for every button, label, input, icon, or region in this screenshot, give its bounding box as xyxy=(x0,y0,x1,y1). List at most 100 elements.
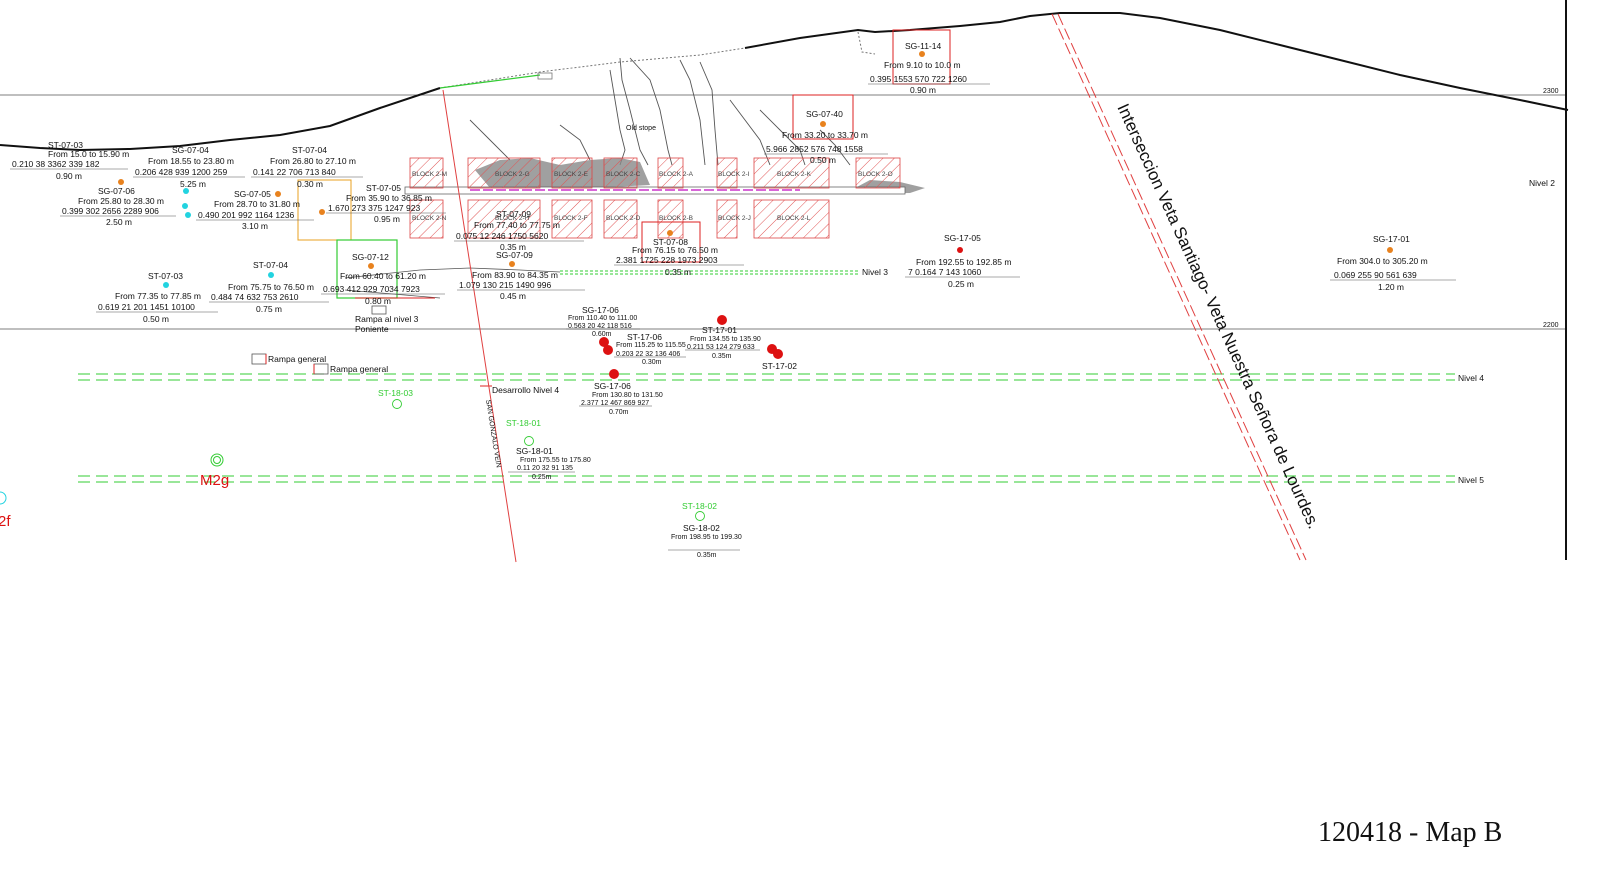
svg-text:From 198.95 to 199.30: From 198.95 to 199.30 xyxy=(671,534,742,541)
sample-sg-07-05: SG-07-05 From 28.70 to 31.80 m 0.490 201… xyxy=(196,189,314,231)
svg-text:0.35m: 0.35m xyxy=(697,552,717,559)
block-2e-label: BLOCK 2-E xyxy=(554,171,589,178)
elevation-label-2300: 2300 xyxy=(1543,88,1559,95)
sample-sg-17-05: SG-17-05 From 192.55 to 192.85 m 7 0.164… xyxy=(905,233,1020,289)
svg-text:0.45 m: 0.45 m xyxy=(500,291,526,301)
svg-text:0.75 m: 0.75 m xyxy=(256,304,282,314)
svg-text:SG-07-12: SG-07-12 xyxy=(352,252,389,262)
sample-st-07-08: ST-07-08 From 76.15 to 76.50 m 2.381 172… xyxy=(614,237,744,277)
svg-text:From 25.80 to 28.30 m: From 25.80 to 28.30 m xyxy=(78,196,164,206)
map-title: 120418 - Map B xyxy=(1318,817,1503,848)
sample-sg-11-14: SG-11-14 From 9.10 to 10.0 m 0.395 1553 … xyxy=(868,41,990,95)
svg-text:0.35m: 0.35m xyxy=(712,353,732,360)
svg-text:SG-07-05: SG-07-05 xyxy=(234,189,271,199)
svg-text:SG-07-04: SG-07-04 xyxy=(172,145,209,155)
rampa-nivel3-sub: Poniente xyxy=(355,324,389,334)
svg-text:0.60m: 0.60m xyxy=(592,331,612,338)
svg-text:ST-07-04: ST-07-04 xyxy=(253,260,288,270)
svg-text:2.381 1725 228 1973 290: 2.381 1725 228 1973 2903 xyxy=(616,255,718,265)
old-stope-workings xyxy=(469,57,851,166)
svg-text:0.11 20 32 91 135: 0.11 20 32 91 135 xyxy=(517,465,573,472)
sample-st-07-03-b: ST-07-03 From 77.35 to 77.85 m 0.619 21 … xyxy=(96,271,218,324)
svg-text:From 28.70 to 31.80 m: From 28.70 to 31.80 m xyxy=(214,199,300,209)
svg-text:From 76.15 to 76.50 m: From 76.15 to 76.50 m xyxy=(632,245,718,255)
svg-text:ST-17-06: ST-17-06 xyxy=(627,332,662,342)
rampa-nivel3-label: Rampa al nivel 3 xyxy=(355,314,419,324)
nivel2-label: Nivel 2 xyxy=(1529,178,1555,188)
svg-text:0.30 m: 0.30 m xyxy=(297,179,323,189)
block-2b-label: BLOCK 2-B xyxy=(659,215,693,222)
nivel5-label: Nivel 5 xyxy=(1458,475,1484,485)
svg-text:2.50 m: 2.50 m xyxy=(106,217,132,227)
svg-text:1.20 m: 1.20 m xyxy=(1378,282,1404,292)
svg-text:0.25 m: 0.25 m xyxy=(948,279,974,289)
sample-sg-07-40: SG-07-40 From 33.20 to 33.70 m 5.966 285… xyxy=(764,109,888,165)
svg-text:0.619 21 201 1451 1010: 0.619 21 201 1451 10100 xyxy=(98,302,195,312)
sample-sg-07-06: SG-07-06 From 25.80 to 28.30 m 0.399 302… xyxy=(60,186,176,227)
svg-text:2.377 12 467 869 927: 2.377 12 467 869 927 xyxy=(581,400,649,407)
svg-text:0.399 302 2656 2289 906: 0.399 302 2656 2289 906 xyxy=(62,206,159,216)
block-2d-label: BLOCK 2-D xyxy=(606,215,641,222)
block-2n-label: BLOCK 2-N xyxy=(412,215,447,222)
svg-text:5.966 2852 576 748 155: 5.966 2852 576 748 1558 xyxy=(766,144,863,154)
svg-text:SG-18-01: SG-18-01 xyxy=(516,446,553,456)
svg-text:SG-17-05: SG-17-05 xyxy=(944,233,981,243)
sample-dots xyxy=(0,51,1393,521)
sample-sg-18-02: SG-18-02 From 198.95 to 199.30 0.35m xyxy=(668,523,742,559)
svg-text:0.70m: 0.70m xyxy=(609,409,629,416)
svg-text:0.490 201 992 1164 1236: 0.490 201 992 1164 1236 xyxy=(198,210,295,220)
svg-text:ST-07-05: ST-07-05 xyxy=(366,183,401,193)
sample-st-17-02: ST-17-02 xyxy=(762,361,797,371)
svg-text:0.563 20 42 118 516: 0.563 20 42 118 516 xyxy=(568,323,632,330)
svg-text:From 83.90 to 84.35 m: From 83.90 to 84.35 m xyxy=(472,270,558,280)
svg-text:SG-07-40: SG-07-40 xyxy=(806,109,843,119)
svg-text:7 0.164 7 143 1060: 7 0.164 7 143 1060 xyxy=(908,267,982,277)
svg-text:ST-07-03: ST-07-03 xyxy=(148,271,183,281)
block-2m-label: BLOCK 2-M xyxy=(412,171,447,178)
nivel3-label: Nivel 3 xyxy=(862,267,888,277)
svg-text:0.075 12 246 1750 562: 0.075 12 246 1750 5620 xyxy=(456,231,548,241)
svg-text:From 9.10 to 10.0 m: From 9.10 to 10.0 m xyxy=(884,60,961,70)
intersection-vein-1 xyxy=(1051,13,1301,561)
svg-text:0.35 m: 0.35 m xyxy=(500,242,526,252)
svg-text:From 77.35 to 77.85 m: From 77.35 to 77.85 m xyxy=(115,291,201,301)
svg-text:3.10 m: 3.10 m xyxy=(242,221,268,231)
sample-st-17-01: ST-17-01 From 134.55 to 135.90 0.211 53 … xyxy=(685,325,761,360)
old-stope-label: Old stope xyxy=(626,125,656,132)
svg-text:From 26.80 to 27.10 m: From 26.80 to 27.10 m xyxy=(270,156,356,166)
svg-text:From 192.55 to 192.85 m: From 192.55 to 192.85 m xyxy=(916,257,1011,267)
intersection-label: Interseccion Veta Santiago- Veta Nuestra… xyxy=(1113,101,1323,532)
svg-text:SG-07-06: SG-07-06 xyxy=(98,186,135,196)
svg-text:0.50 m: 0.50 m xyxy=(143,314,169,324)
intersection-vein-2 xyxy=(1057,13,1307,561)
sample-st-07-04-b: ST-07-04 From 75.75 to 76.50 m 0.484 74 … xyxy=(209,260,329,314)
svg-text:ST-07-03: ST-07-03 xyxy=(48,140,83,150)
svg-text:0.693 412 929 7034 7: 0.693 412 929 7034 7923 xyxy=(323,284,420,294)
sample-st-07-04-a: ST-07-04 From 26.80 to 27.10 m 0.141 22 … xyxy=(251,145,363,189)
svg-text:ST-07-04: ST-07-04 xyxy=(292,145,327,155)
topography-line-east xyxy=(744,12,1569,111)
sample-sg-17-06-b: SG-17-06 From 130.80 to 131.50 2.377 12 … xyxy=(579,381,663,416)
svg-text:0.069 255 90 561 639: 0.069 255 90 561 639 xyxy=(1334,270,1417,280)
sample-sg-17-06-a: SG-17-06 From 110.40 to 111.00 0.563 20 … xyxy=(566,305,640,338)
block-2l-label: BLOCK 2-L xyxy=(777,215,811,222)
nivel4-line xyxy=(78,373,1455,381)
san-gonzalo-vein xyxy=(442,89,517,563)
svg-text:0.30m: 0.30m xyxy=(642,359,662,366)
svg-text:ST-07-08: ST-07-08 xyxy=(653,237,688,247)
svg-text:From 60.40 to 61.20 m: From 60.40 to 61.20 m xyxy=(340,271,426,281)
nivel5-line xyxy=(78,475,1455,483)
svg-text:0.203 22 32 136 406: 0.203 22 32 136 406 xyxy=(616,351,680,358)
block-2i-label: BLOCK 2-I xyxy=(718,171,750,178)
sg-07-40-box xyxy=(792,94,854,140)
svg-text:0.211 53 124 279 633: 0.211 53 124 279 633 xyxy=(687,344,755,351)
sample-sg-07-09: SG-07-09 From 83.90 to 84.35 m 1.079 130… xyxy=(457,250,585,301)
elevation-label-2200: 2200 xyxy=(1543,322,1559,329)
svg-text:0.141 22 706 713 840: 0.141 22 706 713 840 xyxy=(253,167,336,177)
block-2j-label: BLOCK 2-J xyxy=(718,215,751,222)
svg-text:From 33.20 to 33.70 m: From 33.20 to 33.70 m xyxy=(782,130,868,140)
svg-text:0.395 1553 570 722 12: 0.395 1553 570 722 1260 xyxy=(870,74,967,84)
svg-text:From 304.0 to 305.20 m: From 304.0 to 305.20 m xyxy=(1337,256,1428,266)
svg-text:SG-07-09: SG-07-09 xyxy=(496,250,533,260)
